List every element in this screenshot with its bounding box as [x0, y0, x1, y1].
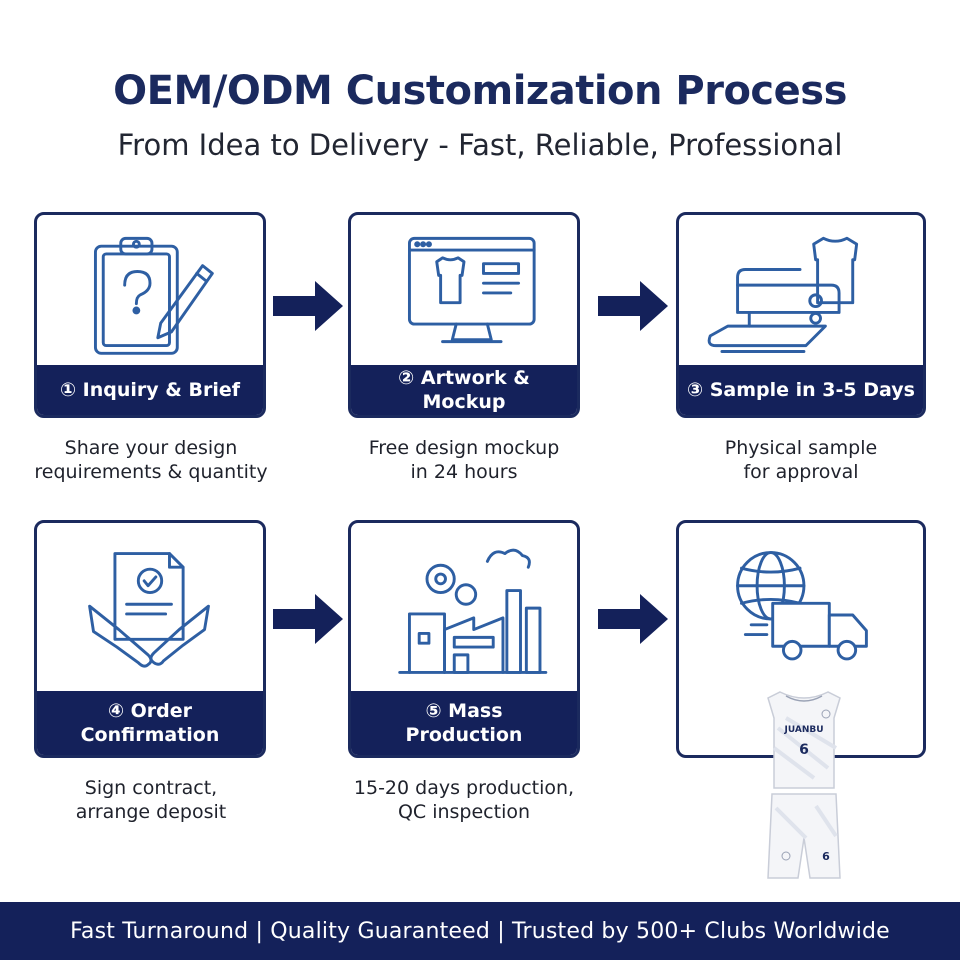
- arrow-right-icon: [598, 281, 668, 331]
- step-card-inquiry: ① Inquiry & Brief: [34, 212, 266, 418]
- monitor-mockup-icon: [351, 215, 577, 365]
- page-title: OEM/ODM Customization Process: [113, 68, 847, 114]
- jersey-brand: JUANBU: [783, 725, 823, 735]
- arrow-right-icon: [598, 594, 668, 644]
- step-description: 15-20 days production,QC inspection: [353, 777, 575, 823]
- step-card-artwork: ② Artwork & Mockup: [348, 212, 580, 418]
- handshake-contract-icon: [37, 538, 263, 688]
- step-label: ① Inquiry & Brief: [37, 365, 263, 415]
- step-card-delivery: [676, 520, 926, 758]
- basketball-jersey-image: JUANBU 6 6: [767, 691, 841, 879]
- arrow-right-icon: [273, 281, 343, 331]
- step-label: ③ Sample in 3-5 Days: [679, 365, 923, 415]
- arrow-right-icon: [273, 594, 343, 644]
- step-label: ② Artwork & Mockup: [351, 365, 577, 415]
- jersey-shorts-number: 6: [822, 850, 830, 863]
- sewing-machine-icon: [679, 215, 923, 365]
- clipboard-question-icon: [37, 215, 263, 365]
- factory-icon: [351, 538, 577, 688]
- footer-banner: Fast Turnaround | Quality Guaranteed | T…: [0, 902, 960, 960]
- globe-delivery-truck-icon: [679, 541, 923, 691]
- step-description: Sign contract,arrange deposit: [75, 777, 227, 823]
- step-card-sample: ③ Sample in 3-5 Days: [676, 212, 926, 418]
- page-subtitle: From Idea to Delivery - Fast, Reliable, …: [117, 128, 843, 162]
- jersey-number: 6: [799, 742, 809, 758]
